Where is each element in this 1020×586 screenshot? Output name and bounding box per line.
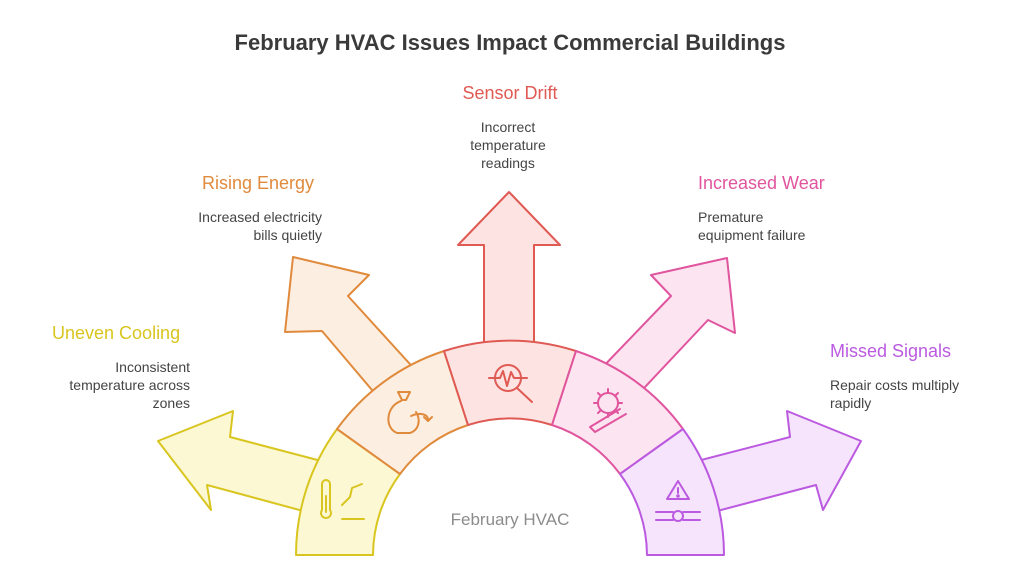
desc-increased-wear: Premature equipment failure [698,208,898,244]
desc-line: Incorrect [480,119,536,135]
label-increased-wear: Increased Wear [698,173,825,193]
desc-rising-energy: Increased electricity bills quietly [122,208,322,244]
money-bag-icon [387,391,433,434]
desc-line: zones [152,395,190,411]
desc-line: Repair costs multiply [830,377,960,393]
thermometer-icon [320,479,365,520]
desc-line: rapidly [830,395,872,411]
desc-line: temperature [470,137,546,153]
desc-line: Inconsistent [115,359,190,375]
gear-wrench-icon [589,388,627,433]
label-sensor-drift: Sensor Drift [462,83,558,103]
label-missed-signals: Missed Signals [830,341,952,361]
magnifier-waveform-icon [488,364,533,403]
desc-line: temperature across [69,377,190,393]
desc-line: Premature [698,209,764,225]
arrow-rising-energy [284,256,420,404]
warning-valve-icon [655,480,701,522]
desc-missed-signals: Repair costs multiply rapidly [830,376,1000,412]
desc-line: Increased electricity [198,209,322,225]
diagram-title: February HVAC Issues Impact Commercial B… [234,30,786,55]
desc-line: readings [481,155,535,171]
desc-line: equipment failure [698,227,806,243]
label-rising-energy: Rising Energy [202,173,315,193]
desc-line: bills quietly [253,227,322,243]
label-uneven-cooling: Uneven Cooling [52,323,181,343]
center-label: February HVAC [450,510,570,529]
desc-sensor-drift: Incorrect temperature readings [408,118,608,172]
desc-uneven-cooling: Inconsistent temperature across zones [0,358,190,412]
